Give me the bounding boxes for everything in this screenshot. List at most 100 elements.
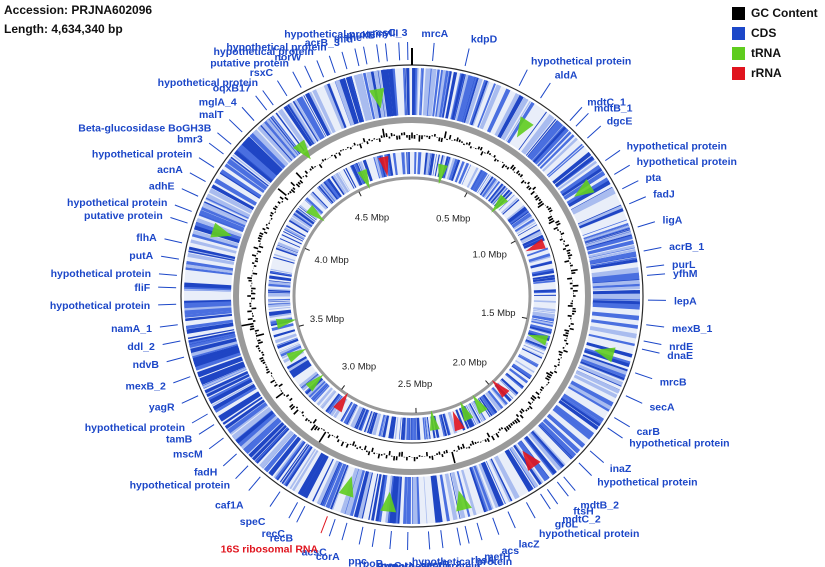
gc-content-bar (388, 450, 391, 456)
gene-label: pta (645, 172, 661, 184)
gc-content-bar (474, 441, 477, 445)
gc-content-bar (258, 234, 263, 238)
cds-feature (354, 407, 365, 429)
cds-feature (302, 454, 328, 498)
cds-feature (532, 315, 555, 322)
gc-content-bar (493, 154, 496, 158)
cds-feature (517, 354, 539, 368)
cds-feature (331, 465, 350, 510)
cds-feature (454, 161, 465, 183)
cds-feature (388, 68, 397, 116)
cds-feature (587, 241, 634, 254)
trna-feature (516, 116, 534, 138)
legend-label: CDS (751, 26, 777, 40)
cds-feature (486, 88, 511, 133)
gc-content-bar (367, 451, 371, 456)
cds-feature (268, 281, 291, 285)
cds-feature (277, 244, 298, 254)
cds-feature (268, 292, 291, 296)
gc-content-bar (562, 334, 569, 337)
cds-feature (204, 370, 249, 394)
gene-label: hypothetical protein (50, 300, 150, 312)
cds-feature (289, 448, 316, 490)
cds-feature (531, 320, 554, 327)
gc-content-bar (546, 375, 551, 379)
cds-feature (592, 300, 640, 305)
cds-feature (532, 274, 555, 280)
gene-label: mglA_4 (199, 96, 237, 108)
cds-feature (402, 417, 406, 440)
cds-feature (532, 277, 556, 283)
gc-content-bar (277, 188, 287, 196)
cds-feature (425, 417, 430, 440)
cds-feature (222, 396, 263, 425)
label-leader (161, 255, 179, 260)
cds-feature (478, 175, 492, 195)
rrna-swatch (732, 66, 745, 80)
cds-feature (592, 289, 640, 295)
cds-feature (202, 205, 246, 226)
cds-feature (521, 232, 543, 244)
gc-content-bar (283, 394, 286, 397)
cds-feature (388, 416, 394, 439)
gc-content-bar (378, 138, 381, 143)
cds-feature (373, 156, 381, 179)
gc-content-bar (510, 164, 515, 170)
label-leader (587, 125, 602, 139)
gc-content-bar (336, 439, 340, 443)
cds-feature (226, 162, 266, 191)
gene-label: acrB_1 (669, 241, 704, 253)
gc-content-bar (530, 396, 535, 402)
cds-feature (458, 162, 470, 185)
gc-content-bar (539, 388, 543, 392)
label-leader (158, 303, 177, 306)
gc-content-bar (558, 350, 563, 354)
gene-label: ligA (663, 214, 683, 226)
gc-content-bar (440, 137, 443, 143)
cds-feature (238, 413, 277, 447)
label-leader (189, 172, 206, 183)
trna-feature (210, 222, 232, 238)
gene-label: putative protein (84, 210, 163, 222)
gc-content-bar (254, 329, 259, 332)
trna-feature (594, 347, 616, 363)
gc-content-bar (318, 163, 323, 169)
gc-content-bar (519, 414, 524, 419)
cds-feature (528, 432, 562, 471)
label-leader (341, 51, 348, 70)
gc-content-bar (250, 325, 255, 328)
cds-feature (537, 131, 572, 167)
cds-feature (290, 217, 310, 231)
cds-feature (560, 164, 602, 196)
cds-feature (390, 416, 397, 439)
gc-content-bar (316, 427, 321, 431)
cds-feature (480, 176, 496, 197)
gene-label: inaZ (610, 463, 632, 475)
cds-feature (308, 380, 326, 398)
cds-feature (440, 414, 448, 437)
gene-label: fliF (134, 282, 150, 294)
cds-feature (273, 329, 296, 338)
cds-feature (336, 172, 350, 193)
label-leader (646, 324, 665, 328)
cds-feature (568, 383, 612, 410)
cds-feature (270, 116, 301, 155)
gc-content-bar (491, 435, 495, 441)
cds-feature (516, 222, 537, 235)
gc-content-bar (351, 441, 356, 446)
gc-content-bar (345, 443, 349, 448)
gene-label: Beta-glucosidase BoGH3B (78, 123, 211, 135)
cds-feature (263, 433, 298, 473)
gc-content-bar (525, 409, 528, 412)
gc-content-bar (359, 446, 362, 449)
cds-feature (317, 187, 333, 205)
cds-feature (401, 152, 406, 175)
cds-feature (318, 185, 334, 204)
cds-feature (268, 306, 291, 310)
gc-content-bar (363, 445, 367, 451)
cds-feature (525, 118, 557, 156)
gc-content-bar (270, 211, 274, 215)
cds-feature (297, 452, 325, 496)
label-leader (181, 188, 199, 197)
